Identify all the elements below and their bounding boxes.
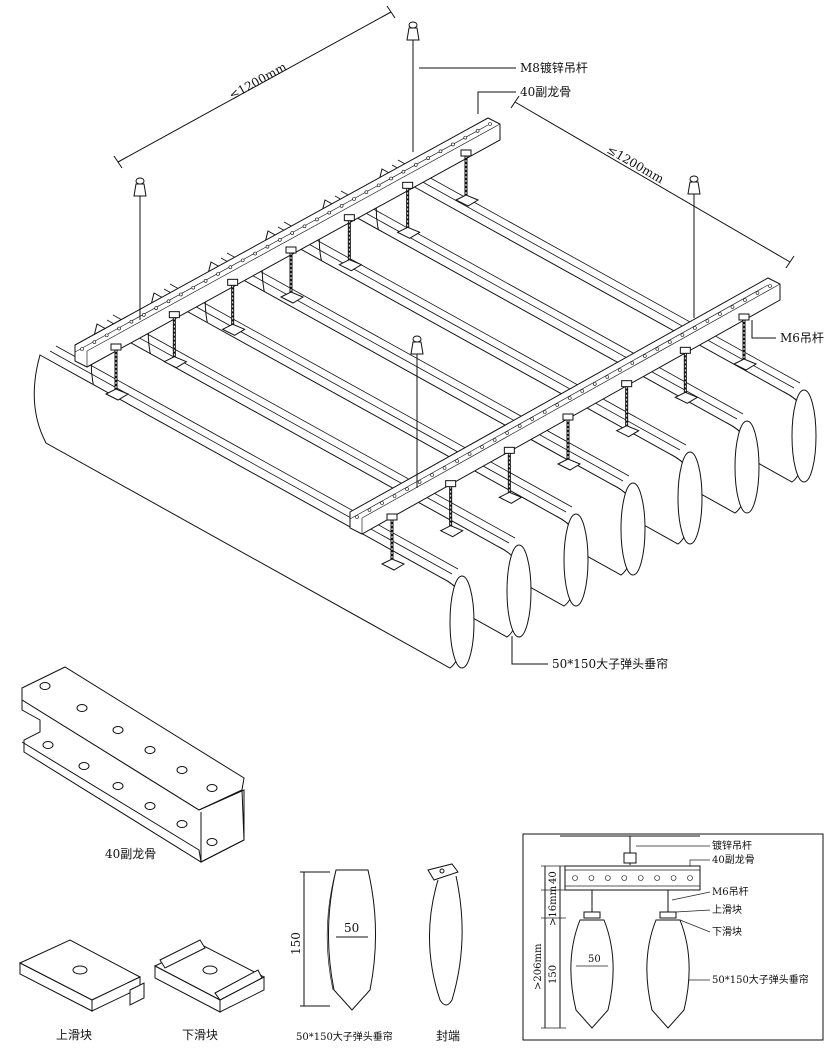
m8-rods [133,21,701,488]
section-rod-label: 镀锌吊杆 [712,839,752,852]
label-keel: 40副龙骨 [520,85,571,99]
section-upper-slider: 上滑块 [712,904,742,916]
m6-hanger [221,278,246,336]
profile-height-label: 150 [289,932,303,955]
keel-lower [349,277,781,535]
main-isometric-assembly: ≤1200mm ≤1200mm M8镀锌吊杆 40副龙骨 M6吊杆 50*150… [33,5,824,671]
m8-rod-3 [687,175,701,318]
keel-detail-label: 40副龙骨 [105,847,156,861]
dimension-top: ≤1200mm [113,5,396,169]
m6-hanger [163,311,188,369]
m6-hanger [279,246,305,304]
m6-hanger [439,480,464,538]
leader-curtain: 50*150大子弹头垂帘 [511,636,668,671]
m6-hangers [104,149,758,571]
upper-slider: 上滑块 [18,939,145,1042]
section-m6-label: M6吊杆 [712,886,749,898]
curtain-slat [318,190,760,514]
section-dim-40: 40 [548,871,559,884]
m6-hanger [556,413,582,471]
m8-rod-4 [410,335,424,488]
m8-rod-2 [133,177,147,320]
m6-hanger [338,214,363,272]
section-dim-16: >16mm [548,885,559,926]
leader-m8-rod: M8镀锌吊杆 [419,61,588,75]
curtain-slat [90,314,532,638]
m6-hanger [396,181,421,239]
section-dim-206: >206mm [533,943,544,990]
dim-top-label: ≤1200mm [227,59,290,102]
lower-slider-label: 下滑块 [182,1028,218,1042]
leader-keel: 40副龙骨 [477,85,571,114]
upper-slider-label: 上滑块 [56,1028,92,1042]
m6-hanger [104,343,130,401]
section-curtain-label: 50*150大子弹头垂帘 [712,973,809,986]
curtain-slat [147,283,589,607]
leader-m6: M6吊杆 [751,320,824,345]
section-keel-label: 40副龙骨 [712,853,755,866]
label-m8-rod: M8镀锌吊杆 [520,61,588,75]
section-detail: 50 >206mm 40 >16mm 150 镀锌吊杆 40副龙骨 M6吊杆 上… [522,833,824,1041]
curtain-slat [261,221,703,545]
m6-hanger [615,380,640,438]
section-dim-150: 150 [548,965,559,984]
profile-width-label: 50 [344,921,359,935]
m8-rod-1 [406,21,420,152]
m6-hanger [380,513,406,571]
dim-right-label: ≤1200mm [605,142,667,186]
end-cap-detail: 封端 [427,863,463,1043]
keel-detail: 40副龙骨 [21,666,245,863]
dimension-right: ≤1200mm [510,95,795,269]
profile-label: 50*150大子弹头垂帘 [296,1030,393,1043]
keel-upper [74,117,501,368]
m6-hanger [454,149,480,207]
m6-hanger [732,313,758,371]
m6-hanger [498,446,523,504]
label-m6: M6吊杆 [780,331,824,345]
curtain-slat [375,159,817,483]
lower-slider: 下滑块 [153,939,266,1042]
end-cap-label: 封端 [436,1029,460,1043]
curtain-slats [33,159,817,669]
label-curtain: 50*150大子弹头垂帘 [552,656,668,671]
curtain-slat [33,345,475,669]
m6-hanger [674,346,699,404]
profile-detail: 150 50 50*150大子弹头垂帘 [289,869,393,1043]
section-dim-50: 50 [588,954,601,965]
section-lower-slider: 下滑块 [712,926,742,938]
